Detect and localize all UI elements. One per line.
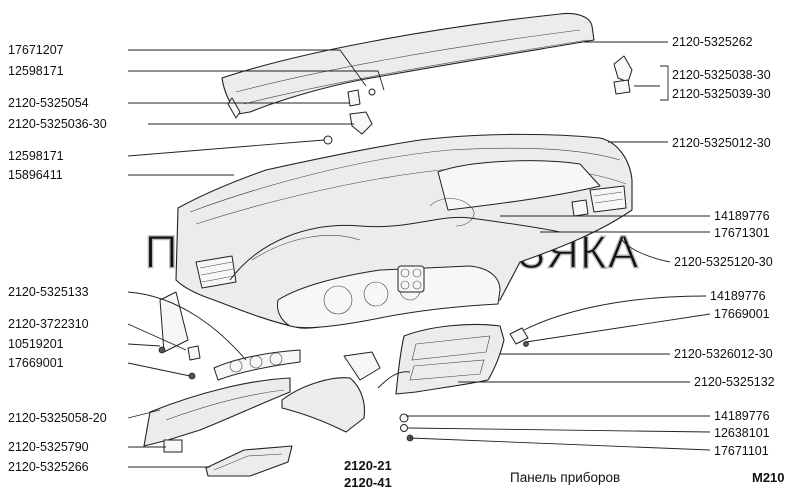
- footer: 2120-21 2120-41 Панель приборов М210: [344, 458, 785, 490]
- label-right-2: 2120-5325038-30: [672, 68, 771, 82]
- label-right-3: 2120-5325039-30: [672, 87, 771, 101]
- gauge-bezel: [213, 349, 301, 381]
- label-right-14: 17671101: [714, 444, 769, 458]
- label-right-10: 2120-5326012-30: [674, 347, 773, 361]
- side-bracket: [159, 291, 189, 353]
- label-left-10: 17669001: [8, 356, 64, 370]
- label-left-2: 12598171: [8, 64, 64, 78]
- label-left-3: 2120-5325054: [8, 96, 89, 110]
- label-left-11: 2120-5325058-20: [8, 411, 107, 425]
- knee-panel-left: [143, 377, 291, 447]
- label-right-4: 2120-5325012-30: [672, 136, 771, 150]
- label-left-9: 10519201: [8, 337, 64, 351]
- knee-panel-right: [281, 377, 366, 433]
- label-left-6: 15896411: [8, 168, 63, 182]
- label-left-7: 2120-5325133: [8, 285, 89, 299]
- label-right-1: 2120-5325262: [672, 35, 753, 49]
- label-right-11: 2120-5325132: [694, 375, 775, 389]
- dashboard-assembly-illustration: [143, 12, 633, 477]
- diagram-title: Панель приборов: [510, 470, 620, 485]
- label-left-13: 2120-5325266: [8, 460, 89, 474]
- model-code-2: 2120-41: [344, 475, 392, 490]
- label-right-6: 17671301: [714, 226, 770, 240]
- label-right-12: 14189776: [714, 409, 770, 423]
- label-left-12: 2120-5325790: [8, 440, 89, 454]
- label-right-7: 2120-5325120-30: [674, 255, 773, 269]
- model-code-1: 2120-21: [344, 458, 392, 473]
- diagram-code: М210: [752, 470, 785, 485]
- label-left-8: 2120-3722310: [8, 317, 89, 331]
- left-labels: 17671207 12598171 2120-5325054 2120-5325…: [8, 43, 107, 474]
- label-right-8: 14189776: [710, 289, 766, 303]
- label-right-13: 12638101: [714, 426, 770, 440]
- right-labels: 2120-5325262 2120-5325038-30 2120-532503…: [672, 35, 775, 458]
- bracket-pair: [613, 55, 633, 83]
- top-pad: [221, 12, 595, 115]
- label-left-1: 17671207: [8, 43, 64, 57]
- center-console: [395, 323, 505, 395]
- leader-lines: [127, 41, 711, 468]
- label-right-9: 17669001: [714, 307, 770, 321]
- label-right-5: 14189776: [714, 209, 770, 223]
- glove-box: [205, 445, 293, 477]
- label-left-5: 12598171: [8, 149, 64, 163]
- label-left-4: 2120-5325036-30: [8, 117, 107, 131]
- bracket-small-b: [349, 111, 373, 135]
- bracket-small-a: [347, 89, 361, 107]
- instrument-cluster-area: [277, 265, 501, 329]
